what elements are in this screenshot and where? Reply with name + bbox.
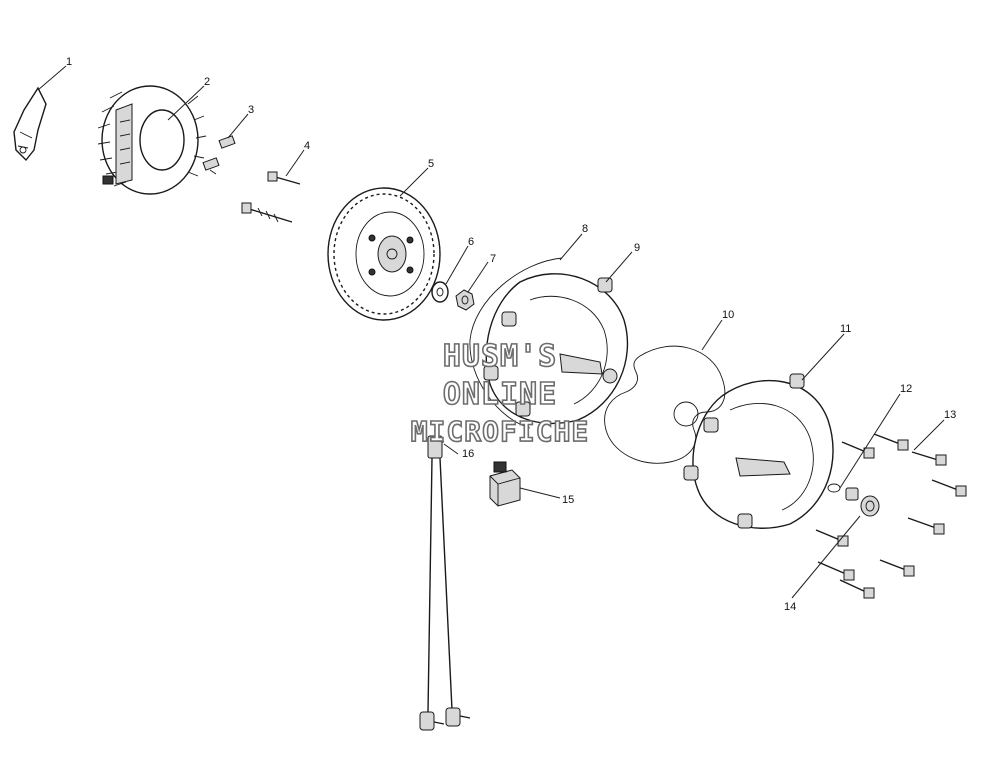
- label-15: 15: [562, 494, 574, 506]
- label-11: 11: [840, 323, 851, 335]
- part-3-bolt: [202, 135, 236, 175]
- label-12: 12: [900, 383, 912, 395]
- leader-lines: [37, 65, 945, 599]
- label-7: 7: [490, 253, 496, 265]
- watermark-line-3: MICROFICHE: [410, 415, 590, 448]
- watermark-line-2: ONLINE: [442, 377, 558, 412]
- label-14: 14: [784, 601, 796, 613]
- label-13: 13: [944, 409, 956, 421]
- part-7-nut: [455, 289, 475, 311]
- label-8: 8: [582, 223, 588, 235]
- part-1-bracket: [13, 86, 47, 162]
- label-5: 5: [428, 158, 434, 170]
- label-3: 3: [248, 104, 254, 116]
- part-13-bolts: [815, 433, 967, 599]
- part-5-flywheel: [327, 187, 441, 321]
- part-6-washer: [431, 281, 449, 303]
- part-15-regulator: [489, 461, 521, 507]
- label-1: 1: [66, 56, 72, 68]
- part-2-stator: [97, 85, 207, 195]
- part-8-gasket: [469, 257, 563, 429]
- watermark-line-1: HUSM'S: [442, 339, 558, 374]
- label-6: 6: [468, 236, 474, 248]
- part-labels: 1 2 3 4 5 6 7 8 9 10 11 12 13 14 15 16: [66, 56, 956, 613]
- part-12-plug: [827, 483, 859, 501]
- part-11-outer-cover: [683, 373, 834, 529]
- label-16: 16: [462, 448, 474, 460]
- label-2: 2: [204, 76, 210, 88]
- part-4-screw: [241, 171, 301, 223]
- label-4: 4: [304, 140, 310, 152]
- label-9: 9: [634, 242, 640, 254]
- part-9-inner-cover: [483, 273, 629, 424]
- label-10: 10: [722, 309, 734, 321]
- part-14-seal: [860, 495, 880, 517]
- part-10-gasket: [604, 345, 726, 464]
- part-16-harness: [419, 435, 471, 731]
